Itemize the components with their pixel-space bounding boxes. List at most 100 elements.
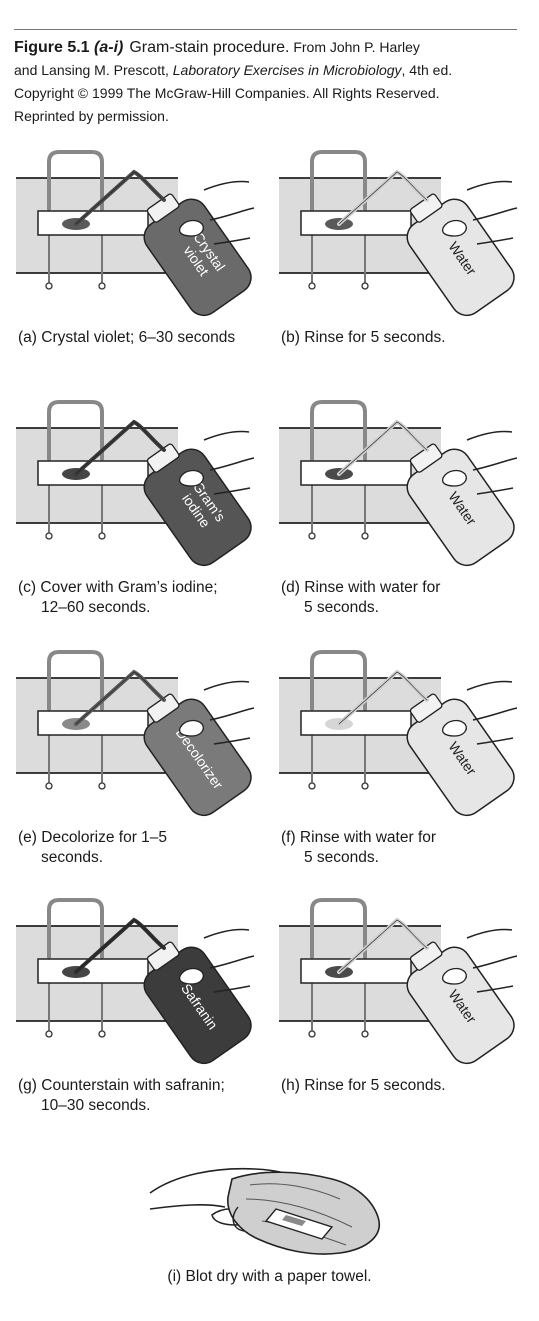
credit-line3: Copyright © 1999 The McGraw-Hill Compani…	[14, 85, 440, 101]
panel-illustration: Water	[279, 650, 518, 817]
hand-outline	[203, 928, 255, 993]
step-label-line1: (d) Rinse with water for	[281, 579, 441, 596]
glass-slide	[37, 460, 149, 486]
wash-bottle: Water	[406, 193, 515, 317]
paper-towel	[227, 1171, 380, 1255]
glass-slide	[300, 958, 412, 984]
spout-outline	[75, 671, 165, 725]
wash-bottle: Crystalviolet	[143, 193, 252, 317]
wash-bottle: Water	[406, 941, 515, 1065]
wash-bottle: Water	[406, 693, 515, 817]
thumb	[441, 719, 467, 737]
spout-outline	[75, 919, 165, 973]
panel-f: Water (f) Rinse with water for 5 seconds.	[277, 650, 539, 895]
spout-outline	[338, 421, 428, 475]
credit-line2-suffix: , 4th ed.	[401, 62, 453, 78]
blot-illustration	[0, 1145, 539, 1295]
glass-slide	[37, 210, 149, 236]
glass-slide	[300, 210, 412, 236]
hand-outline	[203, 680, 255, 745]
thumb	[178, 219, 204, 237]
bottle-cap	[146, 193, 180, 223]
panel-illustration: Water	[279, 898, 518, 1065]
glass-slide	[37, 958, 149, 984]
spout-outline	[75, 171, 165, 225]
panel-b: Water (b) Rinse for 5 seconds.	[277, 150, 539, 395]
step-label: (b) Rinse for 5 seconds.	[281, 328, 539, 348]
credit-line4: Reprinted by permission.	[14, 108, 169, 124]
rack-foot	[98, 532, 106, 540]
hand-outline	[203, 180, 255, 245]
panel-g: Safranin (g) Counterstain with safranin; 1…	[14, 898, 276, 1143]
hand-outline	[466, 680, 518, 745]
rack-loop	[47, 650, 104, 710]
final-step-label: (i) Blot dry with a paper towel.	[167, 1268, 372, 1285]
step-label-line2: 10–30 seconds.	[41, 1097, 151, 1114]
glass-slide	[37, 710, 149, 736]
thumb	[178, 719, 204, 737]
rack-foot	[45, 782, 53, 790]
spout-outline	[338, 171, 428, 225]
rack-loop	[47, 898, 104, 958]
bottle-cap	[409, 193, 443, 223]
hand-lower-outline	[149, 1204, 226, 1210]
step-label-line1: (b) Rinse for 5 seconds.	[281, 329, 446, 346]
bottle-cap	[409, 941, 443, 971]
rack-loop	[47, 400, 104, 460]
step-label-line2: 12–60 seconds.	[41, 599, 151, 616]
credit-line2-prefix: and Lansing M. Prescott,	[14, 62, 169, 78]
rack-foot	[308, 1030, 316, 1038]
step-label: (g) Counterstain with safranin; 10–30 sec…	[18, 1076, 276, 1116]
step-label-line1: (f) Rinse with water for	[281, 829, 437, 846]
figure-title: Gram-stain procedure.	[129, 39, 290, 56]
step-label: (a) Crystal violet; 6–30 seconds	[18, 328, 276, 348]
bottle-cap	[146, 693, 180, 723]
rack-foot	[308, 282, 316, 290]
rack-foot	[308, 532, 316, 540]
panel-illustration: Gram’siodine	[16, 400, 255, 567]
rack-foot	[45, 282, 53, 290]
step-label: (h) Rinse for 5 seconds.	[281, 1076, 539, 1096]
rack-foot	[45, 532, 53, 540]
bottle-cap	[409, 443, 443, 473]
step-label: (f) Rinse with water for 5 seconds.	[281, 828, 539, 868]
wash-bottle: Gram’siodine	[143, 443, 252, 567]
glass-slide	[300, 460, 412, 486]
credit-book-title: Laboratory Exercises in Microbiology	[172, 62, 402, 78]
rack-foot	[361, 532, 369, 540]
rack-foot	[98, 282, 106, 290]
glass-slide	[300, 710, 412, 736]
thumb	[441, 967, 467, 985]
step-label-line1: (g) Counterstain with safranin;	[18, 1077, 225, 1094]
wash-bottle: Safranin	[143, 941, 252, 1065]
hand-outline	[203, 430, 255, 495]
step-label-line1: (a) Crystal violet; 6–30 seconds	[18, 329, 236, 346]
rack-loop	[47, 150, 104, 210]
panel-illustration: Crystalviolet	[16, 150, 255, 317]
panel-illustration: Decolorizer	[16, 650, 255, 817]
step-label-line1: (e) Decolorize for 1–5	[18, 829, 168, 846]
smear	[282, 1215, 306, 1226]
rack-loop	[310, 150, 367, 210]
hand-outline	[466, 928, 518, 993]
step-label-line2: 5 seconds.	[304, 849, 379, 866]
rack-loop	[310, 400, 367, 460]
top-rule	[14, 29, 517, 30]
rack-loop	[310, 650, 367, 710]
bottle-cap	[146, 443, 180, 473]
hand-outline	[466, 430, 518, 495]
finger-outline	[232, 1206, 245, 1232]
rack-foot	[308, 782, 316, 790]
credit-line1: From John P. Harley	[293, 39, 420, 55]
figure-label: Figure 5.1 (a-i)	[14, 39, 124, 56]
thumb	[441, 469, 467, 487]
rack-foot	[45, 1030, 53, 1038]
thumb	[178, 469, 204, 487]
panel-a: Crystalviolet (a) Crystal violet; 6–30 se…	[14, 150, 276, 395]
panel-illustration: Water	[279, 400, 518, 567]
step-label-line1: (h) Rinse for 5 seconds.	[281, 1077, 446, 1094]
step-label: (c) Cover with Gram’s iodine;12–60 secon…	[18, 578, 276, 618]
